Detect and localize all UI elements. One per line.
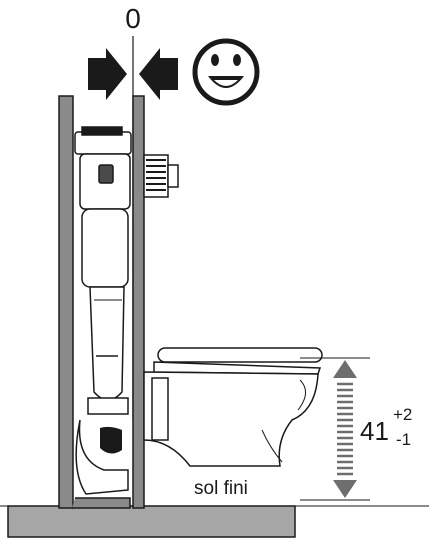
height-dimension-arrow xyxy=(333,360,357,498)
height-value-label: 41 xyxy=(360,416,389,446)
rear-wall-panel xyxy=(58,95,74,509)
wall-hung-toilet xyxy=(143,347,323,467)
floor-slab xyxy=(7,505,296,538)
front-wall-panel xyxy=(132,95,145,509)
flush-plate xyxy=(143,154,179,198)
compression-arrows-icon xyxy=(88,48,178,100)
concealed-cistern xyxy=(74,126,132,495)
floor-label: sol fini xyxy=(194,478,248,499)
frame-foot xyxy=(72,497,131,509)
tolerance-minus-label: -1 xyxy=(396,430,411,449)
tolerance-plus-label: +2 xyxy=(393,405,412,424)
gap-value-label: 0 xyxy=(125,3,141,34)
smiley-face-icon xyxy=(192,38,260,106)
